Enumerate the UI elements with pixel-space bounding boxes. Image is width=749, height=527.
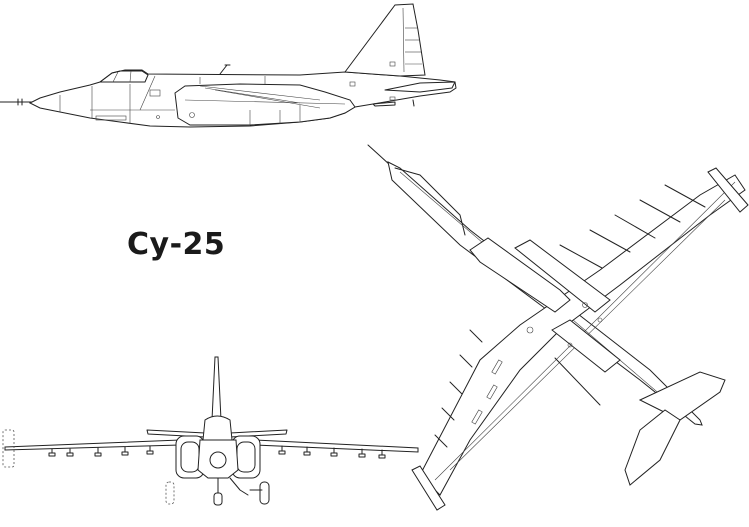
front-view [2,356,419,506]
aircraft-title: Су-25 [127,227,226,262]
side-view [0,3,457,128]
planform-view [367,144,749,511]
